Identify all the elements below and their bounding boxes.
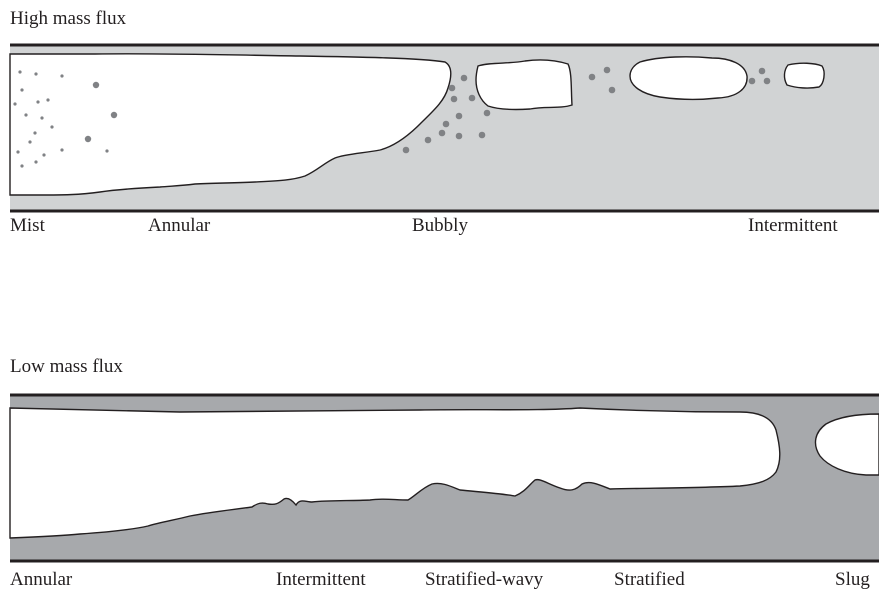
regime-label-bubbly: Bubbly (412, 215, 468, 237)
gas-bubble-large (476, 60, 572, 110)
gas-bubble-small (784, 63, 824, 88)
gas-bubble-elongated (630, 57, 747, 100)
regime-label-annular: Annular (148, 215, 210, 237)
regime-label-mist: Mist (10, 215, 45, 237)
regime-label-stratified: Stratified (614, 569, 685, 591)
high-mass-flux-pipe-diagram (0, 0, 879, 220)
regime-label-slug: Slug (835, 569, 870, 591)
low-mass-flux-pipe-diagram (0, 380, 879, 600)
regime-label-intermittent-low: Intermittent (276, 569, 366, 591)
regime-label-intermittent: Intermittent (748, 215, 838, 237)
regime-label-stratified-wavy: Stratified-wavy (425, 569, 543, 591)
panel-title-low-mass-flux: Low mass flux (10, 356, 123, 378)
regime-label-annular-low: Annular (10, 569, 72, 591)
